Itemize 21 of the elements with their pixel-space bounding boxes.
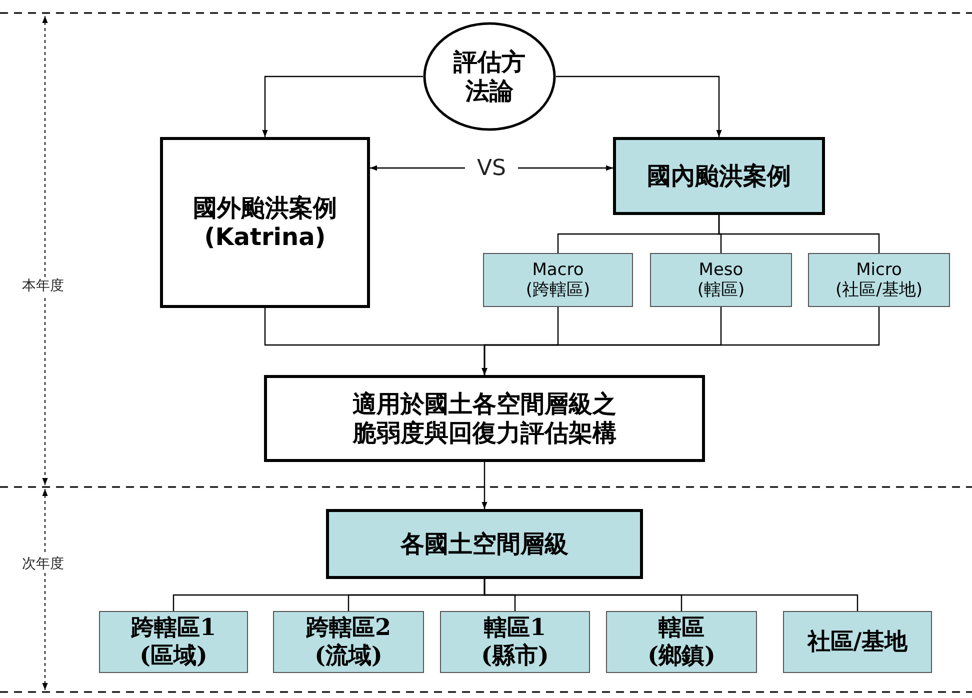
scale-box: Micro (社區/基地) (808, 253, 950, 307)
arrow (556, 76, 722, 137)
level-box: 跨轄區2 (流域) (273, 611, 424, 673)
process-box: 適用於國土各空間層級之脆弱度與回復力評估架構 (264, 375, 705, 462)
level-box: 跨轄區1 (區域) (99, 611, 248, 673)
scale-box: Macro (跨轄區) (483, 253, 633, 307)
level-box: 轄區 (鄉鎮) (606, 611, 757, 673)
connector-line (484, 579, 858, 611)
period-label: 本年度 (22, 277, 64, 295)
method-circle: 評估方法論 (423, 22, 556, 131)
connector-line (718, 215, 880, 253)
level-box: 轄區1 (縣市) (440, 611, 590, 673)
level-box: 社區/基地 (783, 611, 932, 673)
process-box: 國外颱洪案例 (Katrina) (160, 137, 370, 308)
period-label: 次年度 (22, 555, 64, 573)
process-box: 國內颱洪案例 (613, 137, 825, 215)
arrow (262, 76, 423, 137)
arrow (482, 462, 488, 509)
arrow (482, 307, 880, 375)
process-box: 各國土空間層級 (326, 509, 643, 579)
scale-box: Meso (轄區) (650, 253, 792, 307)
